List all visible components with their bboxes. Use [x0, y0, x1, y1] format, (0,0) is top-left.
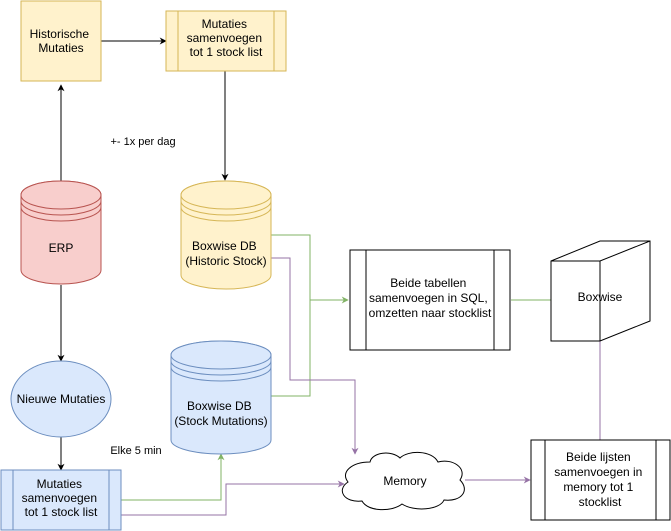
edge-samenvoegen-bottom-to-mutations-db — [121, 453, 225, 501]
node-samenvoegen-top[interactable]: Mutaties samenvoegen tot 1 stock list — [165, 10, 287, 72]
edges — [57, 37, 604, 516]
node-beide-tabellen[interactable]: Beide tabellen samenvoegen in SQL, omzet… — [349, 249, 511, 351]
label-per-dag: +- 1x per dag — [110, 136, 175, 148]
nieuwe-mutaties-label: Nieuwe Mutaties — [17, 392, 106, 406]
boxwise-historic-label: Boxwise DB (Historic Stock) — [185, 239, 266, 268]
beide-tabellen-label: Beide tabellen samenvoegen in SQL, omzet… — [369, 276, 492, 320]
node-historische-mutaties[interactable]: Historische Mutaties — [20, 0, 102, 82]
samenvoegen-bottom-label: Mutaties samenvoegen tot 1 stock list — [22, 477, 101, 519]
node-erp[interactable]: ERP — [20, 180, 102, 285]
label-elke-5-min: Elke 5 min — [110, 445, 161, 457]
node-boxwise-historic-db[interactable]: Boxwise DB (Historic Stock) — [180, 180, 272, 290]
node-boxwise-mutations-db[interactable]: Boxwise DB (Stock Mutations) — [170, 340, 272, 455]
edge-samenvoegen-bottom-to-memory — [121, 480, 345, 516]
node-nieuwe-mutaties[interactable]: Nieuwe Mutaties — [10, 360, 112, 438]
boxwise-mutations-label: Boxwise DB (Stock Mutations) — [174, 399, 267, 428]
edge-historic-db-to-beide-tabellen — [271, 234, 349, 304]
beide-lijsten-label: Beide lijsten samenvoegen in memory tot … — [554, 450, 645, 509]
node-boxwise-cube[interactable]: Boxwise — [550, 240, 651, 342]
edge-mutations-db-to-beide-tabellen — [271, 300, 311, 397]
historische-mutaties-label: Historische Mutaties — [30, 27, 93, 55]
erp-label: ERP — [49, 241, 74, 255]
edge-historic-db-to-memory — [271, 257, 359, 455]
memory-label: Memory — [383, 474, 426, 488]
node-samenvoegen-bottom[interactable]: Mutaties samenvoegen tot 1 stock list — [0, 469, 122, 531]
boxwise-label: Boxwise — [578, 290, 623, 304]
node-memory-cloud[interactable]: Memory — [341, 452, 465, 511]
samenvoegen-top-label: Mutaties samenvoegen tot 1 stock list — [187, 17, 266, 59]
node-beide-lijsten[interactable]: Beide lijsten samenvoegen in memory tot … — [530, 439, 671, 521]
